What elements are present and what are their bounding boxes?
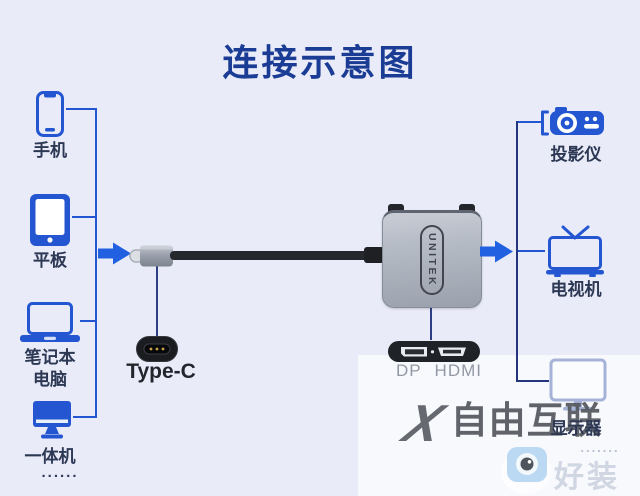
projector-icon	[541, 107, 604, 136]
page-title: 连接示意图	[222, 42, 418, 84]
arrow-right-icon	[480, 240, 513, 263]
sources-more-dots: ......	[41, 464, 79, 481]
mascot-logo-icon	[501, 447, 551, 494]
cable-strain-relief	[364, 247, 384, 263]
connector-line-all-in-one	[73, 416, 95, 418]
typec-label: Type-C	[126, 360, 196, 383]
source-label-tablet: 平板	[33, 251, 67, 270]
watermark-primary-text: 自由互联	[450, 400, 603, 441]
watermark-secondary-text: 好装机	[554, 461, 620, 494]
watermark-primary: X 自由互联	[397, 395, 603, 453]
connector-line-tablet	[72, 216, 95, 218]
all-in-one-icon	[33, 401, 71, 439]
dp-hdmi-ports-icon	[388, 341, 480, 362]
hub-device: UNITEK	[382, 210, 482, 308]
brand-logo: UNITEK	[420, 225, 444, 295]
arrow-right-icon	[98, 242, 131, 265]
usb-cable	[170, 251, 368, 260]
dp-label: DP	[396, 361, 422, 380]
connector-line-phone	[66, 108, 95, 110]
output-label-monitor: 显示器	[550, 419, 602, 438]
connector-line-laptop	[80, 320, 95, 322]
source-label-all-in-one: 一体机	[24, 447, 76, 466]
connector-line-monitor	[516, 380, 549, 382]
hub-top-port-right	[459, 204, 475, 214]
connector-line-tv	[518, 250, 545, 252]
port-labels: DP HDMI	[396, 361, 482, 381]
hdmi-label: HDMI	[434, 361, 482, 380]
phone-icon	[36, 91, 64, 137]
typec-callout-line	[156, 266, 158, 336]
typec-port-icon	[136, 336, 178, 362]
hub-callout-line	[430, 305, 432, 340]
laptop-icon	[20, 302, 80, 342]
connector-line-projector	[518, 121, 541, 123]
left-bracket-line	[95, 108, 97, 418]
hub-top-port-left	[388, 204, 404, 214]
monitor-icon	[549, 358, 607, 411]
tablet-icon	[30, 194, 70, 246]
output-label-tv: 电视机	[550, 280, 602, 299]
source-label-phone: 手机	[33, 141, 67, 160]
outputs-more-dots: .......	[580, 440, 620, 455]
output-label-projector: 投影仪	[550, 145, 602, 164]
watermark-x-logo: X	[396, 395, 451, 453]
right-bracket-line	[516, 121, 518, 382]
typec-plug-icon	[129, 245, 173, 267]
tv-icon	[546, 225, 604, 277]
source-label-laptop: 笔记本 电脑	[24, 348, 76, 389]
